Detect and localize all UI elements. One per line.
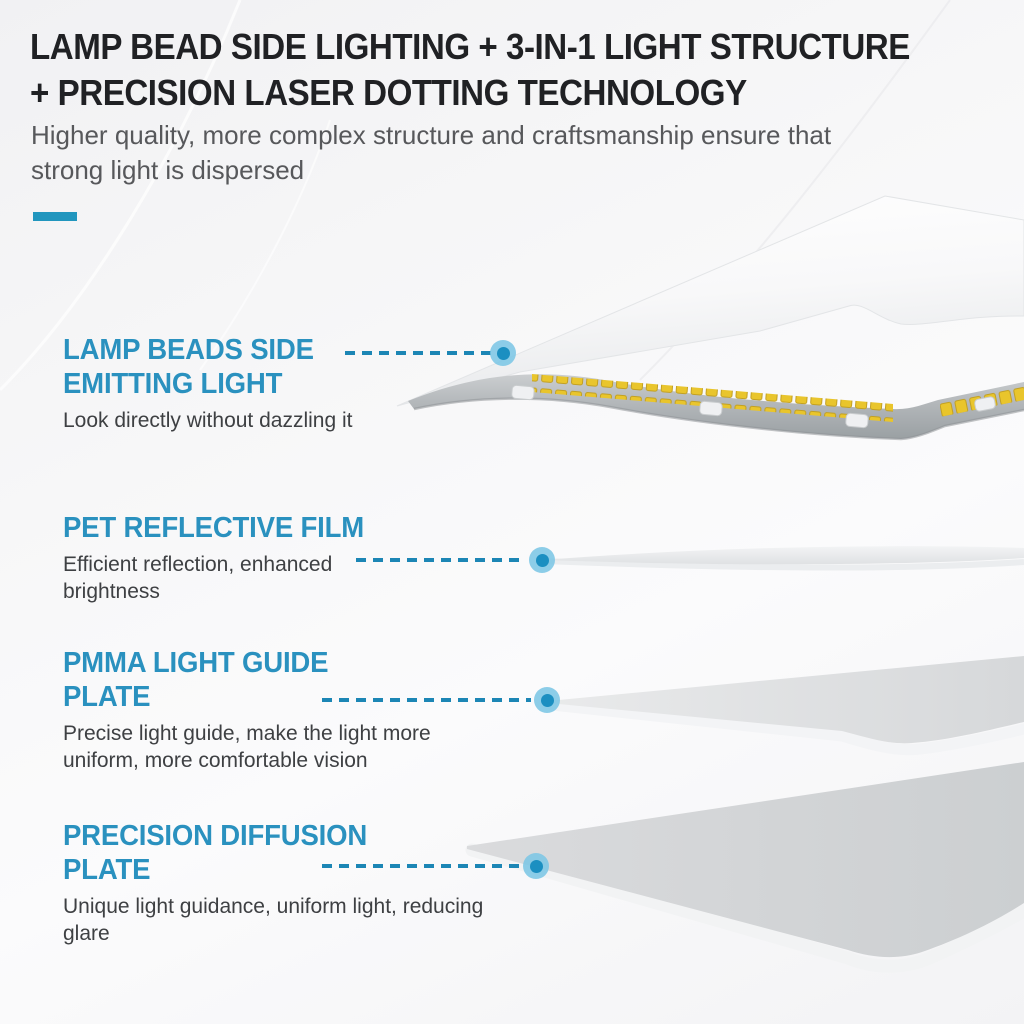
callout-body: Efficient reflection, enhanced brightnes… [63, 553, 333, 603]
callout-marker-dot-core [535, 553, 549, 567]
callout-heading: PMMA LIGHT GUIDE PLATE [63, 647, 329, 713]
callout-marker-dot-core [496, 346, 510, 360]
callout-marker-dot-core [529, 859, 543, 873]
callout-heading: LAMP BEADS SIDE EMITTING LIGHT [63, 334, 314, 400]
callout-body: Look directly without dazzling it [63, 409, 353, 432]
frame-clips [511, 384, 996, 429]
callout-pet-film: PET REFLECTIVE FILM Efficient reflection… [63, 511, 493, 605]
pmma-light-guide-plate [546, 656, 1024, 756]
callout-connector-dash [356, 558, 526, 562]
lamp-frame [396, 195, 1024, 407]
callout-marker-dot [529, 547, 555, 573]
page-title-line2: + PRECISION LASER DOTTING TECHNOLOGY [30, 72, 747, 113]
pet-reflective-film [542, 546, 1024, 571]
callout-pmma-plate: PMMA LIGHT GUIDE PLATE Precise light gui… [63, 646, 493, 774]
callout-lamp-beads: LAMP BEADS SIDE EMITTING LIGHT Look dire… [63, 333, 493, 434]
callout-body: Precise light guide, make the light more… [63, 722, 431, 772]
callout-marker-dot [523, 853, 549, 879]
callout-heading: PRECISION DIFFUSION PLATE [63, 820, 368, 886]
callout-marker-dot-core [540, 693, 554, 707]
page-title-line1: LAMP BEAD SIDE LIGHTING + 3-IN-1 LIGHT S… [30, 26, 910, 67]
accent-bar [33, 212, 77, 221]
callout-heading: PET REFLECTIVE FILM [63, 512, 364, 544]
callout-marker-dot [490, 340, 516, 366]
page-subtitle: Higher quality, more complex structure a… [31, 120, 832, 185]
callout-connector-dash [345, 351, 491, 355]
precision-diffusion-plate [465, 762, 1024, 973]
callout-marker-dot [534, 687, 560, 713]
led-strip [408, 374, 1024, 441]
callout-connector-dash [322, 864, 519, 868]
callout-diffusion-plate: PRECISION DIFFUSION PLATE Unique light g… [63, 819, 493, 947]
callout-connector-dash [322, 698, 531, 702]
page-title: LAMP BEAD SIDE LIGHTING + 3-IN-1 LIGHT S… [30, 24, 910, 116]
callout-body: Unique light guidance, uniform light, re… [63, 895, 484, 945]
